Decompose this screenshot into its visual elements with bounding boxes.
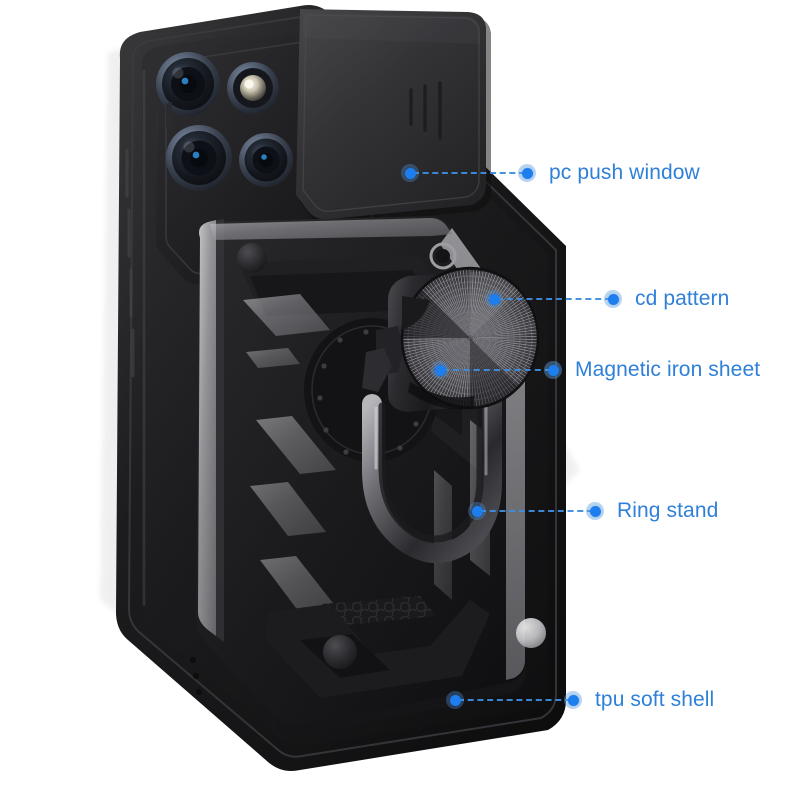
corner-pad-dark <box>323 635 357 669</box>
callout-label-tpu-soft-shell: tpu soft shell <box>595 688 715 711</box>
side-grip-texture <box>125 148 135 378</box>
camera-lens-3 <box>239 133 293 187</box>
ring-stand <box>362 266 540 564</box>
camera-lens-1 <box>156 52 220 116</box>
armor-accent-lines <box>243 294 490 616</box>
callout-label-magnetic-iron-sheet: Magnetic iron sheet <box>575 358 761 381</box>
callout-line-cd-pattern <box>497 298 611 300</box>
camera-lens-2 <box>166 125 232 191</box>
callout-label-ring-stand: Ring stand <box>617 499 719 522</box>
callout-marker-pc-push-window[interactable] <box>518 164 536 182</box>
callout-anchor-ring-stand <box>468 502 486 520</box>
callout-line-pc-push-window <box>413 172 525 174</box>
callout-marker-tpu-soft-shell[interactable] <box>564 691 582 709</box>
callout-anchor-cd-pattern <box>485 290 503 308</box>
camera-flash <box>227 62 279 114</box>
cd-pattern-disc <box>400 266 540 410</box>
speaker-holes <box>189 656 203 696</box>
corner-pad-light <box>516 618 546 648</box>
camera-slider-cover <box>296 9 491 226</box>
callout-line-ring-stand <box>480 510 593 512</box>
callout-marker-magnetic-iron-sheet[interactable] <box>544 361 562 379</box>
callout-line-magnetic-iron-sheet <box>443 369 551 371</box>
honeycomb-texture <box>322 596 436 626</box>
corner-pad-top <box>237 243 267 273</box>
callout-anchor-magnetic-iron-sheet <box>431 361 449 379</box>
callout-marker-cd-pattern[interactable] <box>604 290 622 308</box>
callout-line-tpu-soft-shell <box>458 699 571 701</box>
callout-anchor-tpu-soft-shell <box>446 691 464 709</box>
callout-marker-ring-stand[interactable] <box>586 502 604 520</box>
slider-grip-slots <box>409 81 442 140</box>
callout-label-cd-pattern: cd pattern <box>635 287 730 310</box>
corner-pad-ring <box>429 242 457 270</box>
callout-anchor-pc-push-window <box>401 164 419 182</box>
callout-label-pc-push-window: pc push window <box>549 161 700 184</box>
